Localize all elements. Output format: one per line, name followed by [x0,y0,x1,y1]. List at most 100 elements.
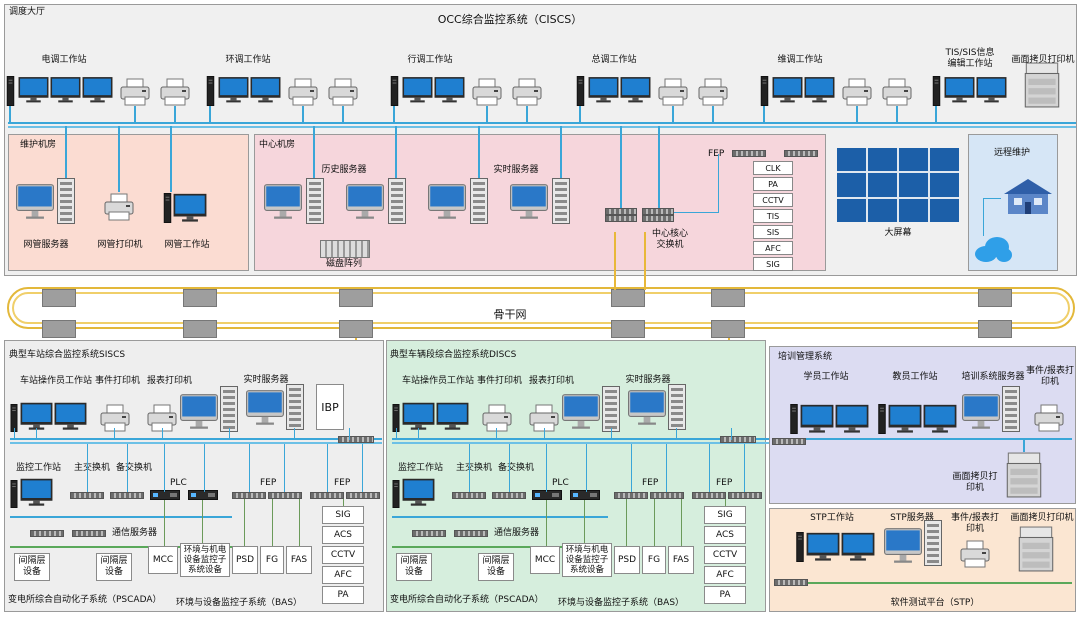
core-switch-b [642,208,674,215]
tower-icon [760,76,769,106]
tower-icon [392,480,400,508]
station-bas-label: 环境与设备监控子系统（BAS） [176,598,303,608]
ws-drop [9,106,11,122]
depot-subsystem-item: PA [704,586,746,604]
depot-subsystem-item: AFC [704,566,746,584]
disk-array [320,240,370,258]
monitor-icon [806,532,840,562]
power-dispatch-label: 电调工作站 [41,55,87,65]
center-drop [560,126,562,178]
backbone-ring [7,287,1075,329]
rack-server-icon [57,178,75,224]
training-server-label: 培训系统服务器 [961,372,1025,382]
monitor-icon [436,402,469,431]
station-subsystem-item: ACS [322,526,364,544]
ring-node-top [42,289,76,307]
center-drop [395,126,397,178]
station-lan-drop [127,444,128,492]
depot-lan-drop [611,428,612,440]
center-drop [313,126,315,178]
realtime-server-label: 实时服务器 [493,165,539,175]
station-subsystem-item: PA [322,586,364,604]
station-core-switch [338,436,374,443]
tower-icon [6,76,15,106]
ring-node-bottom [42,320,76,338]
station-lan-drop [327,444,328,492]
printer-icon [120,78,150,106]
depot-fep1-a [614,492,648,499]
station-psd: PSD [232,546,258,574]
station-fep-link [244,499,245,546]
station-lan-drop [114,428,115,440]
imac-icon [562,394,600,430]
station-comm-server-label: 通信服务器 [112,528,158,538]
depot-lan-drop [509,444,510,492]
station-fep1-b [268,492,302,499]
maintenance-room-title: 维护机房 [20,140,57,150]
station-stack-link [343,499,344,506]
monitor-icon [923,404,957,434]
remote-link [983,198,1001,199]
depot-lan-drop [586,444,587,492]
depot-lan-drop [469,444,470,492]
station-subsystem-item: AFC [322,566,364,584]
imac-icon [346,184,384,220]
depot-rt-server-label: 实时服务器 [625,375,671,385]
plc-icon [150,490,180,500]
monitor-icon [800,404,834,434]
copier-icon [1006,452,1042,498]
station-backup-switch-label: 备交换机 [116,463,153,473]
stp-event-printer-label-1: 事件/报表打 [950,513,1000,523]
teacher-ws-label: 教员工作站 [892,372,938,382]
training-event-printer-label-2: 印机 [1040,377,1060,387]
imac-icon [180,394,218,430]
core-switch-b2 [642,215,674,222]
station-plc-link [202,500,203,543]
station-report-printer-label: 报表打印机 [147,376,193,386]
station-field-bus-2 [10,516,232,518]
center-drop [478,126,480,178]
depot-lan-a [392,438,770,440]
station-field-bus [10,546,232,548]
disk-array-label: 磁盘阵列 [325,259,363,269]
monitor-icon [218,76,249,104]
printer-drop [856,106,858,122]
depot-fas: FAS [668,546,694,574]
ws-drop [935,106,937,122]
training-copy-printer-label-1: 画面拷贝打 [952,472,998,482]
depot-fep1-label: FEP [642,478,659,488]
hall-bus-1 [8,122,1076,124]
station-lan-drop [294,428,295,440]
copy-printer-label: 画面拷贝打印机 [1011,55,1075,65]
hall-bus-2 [8,126,1076,128]
training-bus [776,438,1072,440]
printer-icon [658,78,688,106]
imac-icon [884,528,922,564]
ring-node-top [611,289,645,307]
printer-icon [472,78,502,106]
cloud-icon [975,237,1012,262]
station-title: 典型车站综合监控系统SISCS [9,350,126,360]
depot-field-bus-2 [392,516,608,518]
stp-ws-label: STP工作站 [810,513,854,523]
station-monitor-ws-label: 监控工作站 [16,463,62,473]
video-wall [837,148,959,222]
rack-server-icon [668,384,686,430]
nms-printer-label: 网管打印机 [97,240,143,250]
rack-server-icon [306,178,324,224]
ring-link [614,232,616,290]
ring-node-top [978,289,1012,307]
plc-icon [532,490,562,500]
station-main-switch-label: 主交换机 [74,463,111,473]
monitor-icon [20,478,53,507]
printer-drop [712,106,714,122]
station-plc-label: PLC [170,478,187,488]
station-fep1-a [232,492,266,499]
station-fep2-a [310,492,344,499]
fep-link [674,212,718,213]
station-lan-drop [229,428,230,440]
depot-fep2-b [728,492,762,499]
monitor-icon [976,76,1007,104]
tower-icon [790,404,798,434]
train-dispatch-label: 行调工作站 [407,55,453,65]
